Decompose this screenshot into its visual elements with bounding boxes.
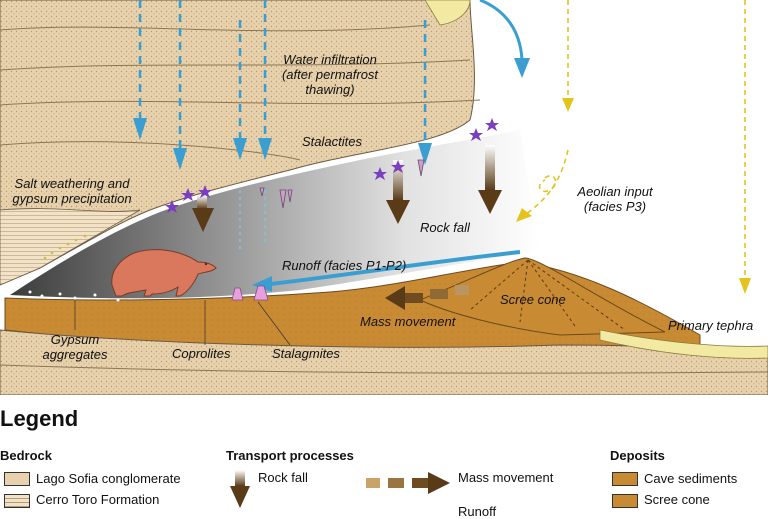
swatch-cave-sediments <box>612 472 638 486</box>
scree-cone-rays <box>469 259 626 331</box>
ground-sloth-icon <box>111 249 217 297</box>
gypsum-star-icons <box>165 118 499 213</box>
label-gypsum-aggregates: Gypsum aggregates <box>42 332 108 362</box>
label-coprolites: Coprolites <box>172 346 231 361</box>
label-mass-movement: Mass movement <box>360 314 456 329</box>
gypsum-aggregate-dots <box>28 290 120 302</box>
aeolian-arrows <box>524 0 746 280</box>
runoff-arrow <box>269 250 521 286</box>
swatch-scree-cone <box>612 494 638 508</box>
label-water-infiltration: Water infiltration (after permafrost tha… <box>281 52 379 97</box>
label-rock-fall: Rock fall <box>420 220 470 235</box>
label-primary-tephra: Primary tephra <box>668 318 754 333</box>
label-stalagmites: Stalagmites <box>272 346 340 361</box>
label-scree-cone: Scree cone <box>500 292 566 307</box>
legend-bedrock-heading: Bedrock <box>0 448 53 463</box>
cave-diagram <box>0 0 768 395</box>
legend-title: Legend <box>0 406 79 431</box>
legend-cave-sediments: Cave sediments <box>644 471 738 486</box>
stalactites <box>259 159 425 209</box>
scree-cone-body <box>418 257 666 336</box>
rock-fall-arrow-icon <box>230 470 250 508</box>
stalagmites <box>231 285 269 301</box>
rock-fall-arrows <box>192 145 502 232</box>
mass-movement-arrow-icon <box>366 472 450 494</box>
mass-movement-arrow <box>385 285 469 310</box>
legend-transport-heading: Transport processes <box>226 448 354 463</box>
legend-scree-cone: Scree cone <box>644 492 710 507</box>
legend-cerro-toro: Cerro Toro Formation <box>36 492 160 507</box>
legend-deposits-heading: Deposits <box>610 448 665 463</box>
water-infiltration-arrows <box>133 0 432 170</box>
tephra-top <box>424 0 471 26</box>
bedrock-cerro-toro <box>0 208 141 286</box>
surface-runoff-arrow <box>479 0 524 61</box>
tephra-layer <box>599 329 768 359</box>
gypsum-crust <box>43 234 87 260</box>
legend-mass-movement: Mass movement <box>458 470 554 485</box>
legend: Legend Bedrock Lago Sofia conglomerate C… <box>0 398 768 519</box>
label-aeolian-input: Aeolian input (facies P3) <box>577 184 653 214</box>
label-salt-weathering: Salt weathering and gypsum precipitation <box>12 176 132 206</box>
label-stalactites: Stalactites <box>302 134 362 149</box>
swatch-conglomerate <box>4 472 30 486</box>
label-runoff: Runoff (facies P1-P2) <box>282 258 407 273</box>
legend-rock-fall: Rock fall <box>258 470 308 485</box>
swatch-cerro-toro <box>4 494 30 508</box>
legend-conglomerate: Lago Sofia conglomerate <box>36 471 181 486</box>
